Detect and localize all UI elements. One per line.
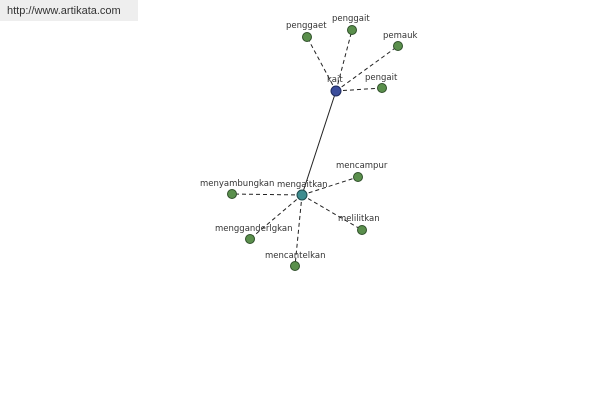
node-melilitkan[interactable] (357, 225, 367, 235)
edge-mengaitkan-mengganderlgkan (249, 194, 303, 240)
label-mengaitkan[interactable]: mengaitkan (277, 180, 328, 190)
label-melilitkan[interactable]: melilitkan (338, 214, 380, 224)
edge-kait-pemauk (335, 45, 399, 92)
node-penggait[interactable] (347, 25, 357, 35)
node-mengaitkan[interactable] (296, 189, 308, 201)
label-pemauk[interactable]: pemauk (383, 31, 418, 41)
node-penggaet[interactable] (302, 32, 312, 42)
label-mencantelkan[interactable]: mencantelkan (265, 251, 325, 261)
watermark-bar: http://www.artikata.com (0, 0, 138, 21)
node-menyambungkan[interactable] (227, 189, 237, 199)
watermark-url[interactable]: http://www.artikata.com (7, 5, 121, 17)
edge-kait-pengait (335, 87, 383, 92)
label-pengait[interactable]: pengait (365, 73, 398, 83)
node-mengganderlgkan[interactable] (245, 234, 255, 244)
node-pengait[interactable] (377, 83, 387, 93)
edge-mengaitkan-mencantelkan (294, 194, 303, 267)
label-mengganderlgkan[interactable]: mengganderlgkan (215, 224, 293, 234)
label-kait[interactable]: kait (327, 75, 343, 85)
node-mencantelkan[interactable] (290, 261, 300, 271)
edge-kait-penggait (335, 29, 353, 92)
label-penggaet[interactable]: penggaet (286, 21, 327, 31)
label-penggait[interactable]: penggait (332, 14, 370, 24)
label-menyambungkan[interactable]: menyambungkan (200, 179, 274, 189)
edge-mengaitkan-melilitkan (301, 194, 363, 231)
edge-mengaitkan-mencampur (301, 176, 359, 196)
edge-kait-penggaet (306, 36, 337, 92)
node-kait[interactable] (330, 85, 342, 97)
node-pemauk[interactable] (393, 41, 403, 51)
edge-mengaitkan-menyambungkan (231, 193, 303, 196)
edge-kait-mengaitkan (301, 90, 337, 196)
label-mencampur[interactable]: mencampur (336, 161, 388, 171)
node-mencampur[interactable] (353, 172, 363, 182)
